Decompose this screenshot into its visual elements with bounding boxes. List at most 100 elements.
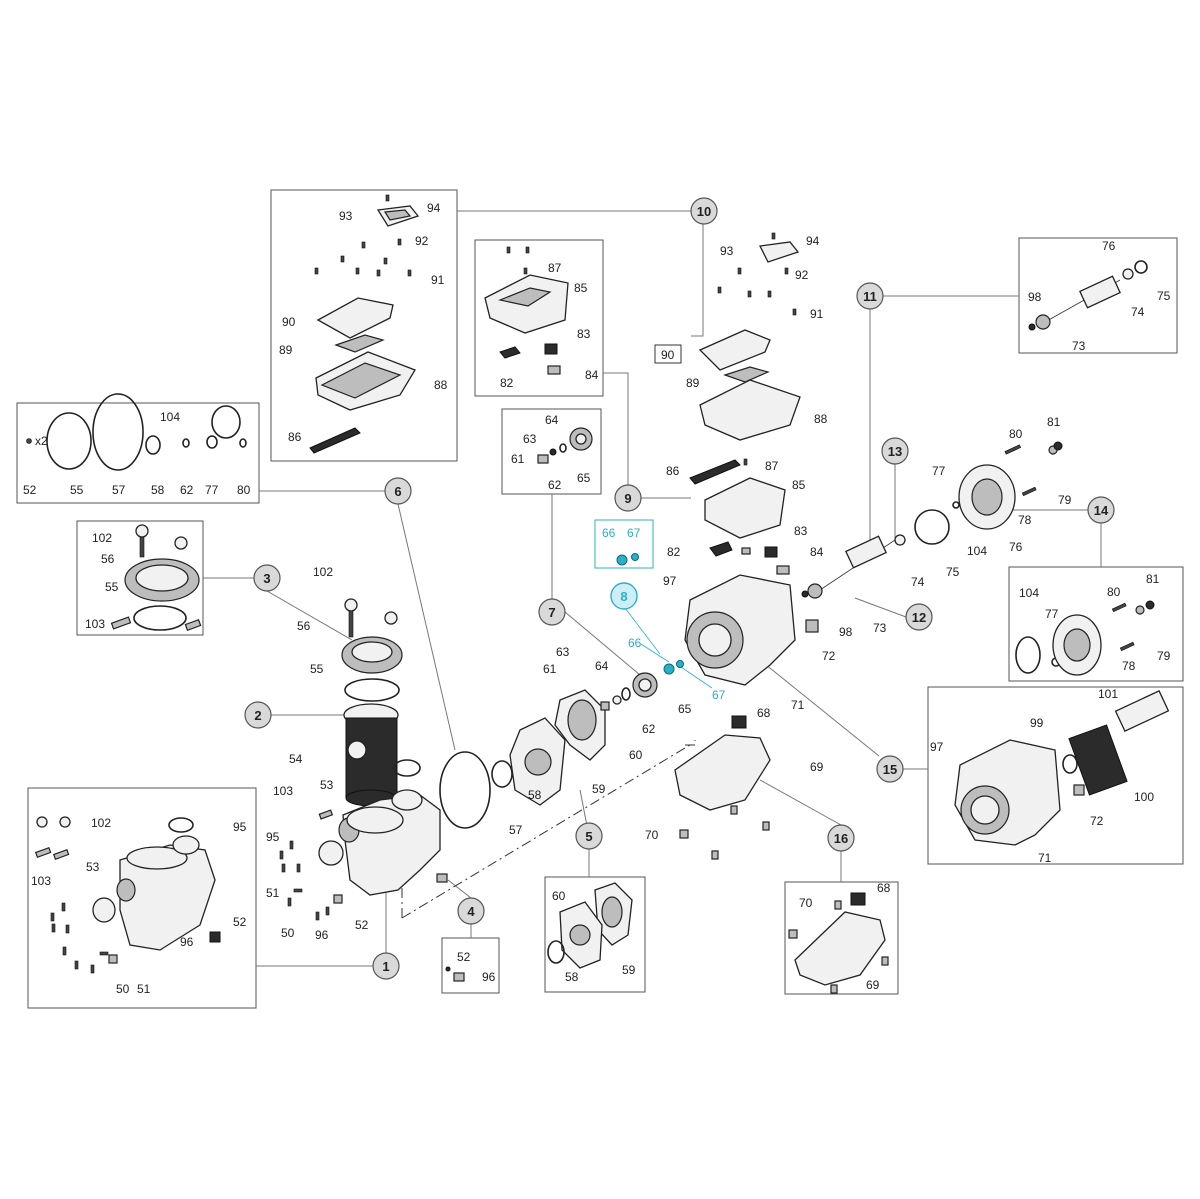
labels-box-b: 87 85 83 82 84 — [500, 261, 599, 390]
svg-text:12: 12 — [912, 610, 926, 625]
label-part: 95 — [266, 830, 280, 844]
group-callout-6: 6 — [384, 477, 412, 505]
part-shaft-box-11 — [1028, 260, 1148, 331]
label-part: 50 — [116, 982, 130, 996]
label-part: 51 — [266, 886, 280, 900]
label-part: 57 — [112, 483, 126, 497]
labels-box-c: 104 52 x2 55 57 58 62 77 80 — [23, 410, 251, 497]
label-part: 85 — [574, 281, 588, 295]
label-part: 61 — [543, 662, 557, 676]
label-part: 104 — [967, 544, 987, 558]
label-part: 94 — [427, 201, 441, 215]
label-part: 78 — [1018, 513, 1032, 527]
label-part: 86 — [666, 464, 680, 478]
label-part: 69 — [866, 978, 880, 992]
svg-text:8: 8 — [620, 589, 627, 604]
label-part: 91 — [431, 273, 445, 287]
part-hl-66-box — [616, 554, 628, 566]
label-part: 104 — [1019, 586, 1039, 600]
label-part: 81 — [1047, 415, 1061, 429]
label-part: 82 — [667, 545, 681, 559]
part-control-cover-left — [309, 205, 420, 454]
axis-dashed-diag — [401, 744, 691, 919]
box-electronics-85 — [474, 239, 604, 397]
label-part: 94 — [806, 234, 820, 248]
label-part: 74 — [911, 575, 925, 589]
box-pump-body-1 — [27, 787, 257, 1009]
label-part: 103 — [31, 874, 51, 888]
label-part: x2 — [35, 434, 48, 448]
label-part: 53 — [320, 778, 334, 792]
label-part: 95 — [233, 820, 247, 834]
label-part: 96 — [315, 928, 329, 942]
group-screws-box-a — [314, 194, 412, 277]
label-part: 75 — [1157, 289, 1171, 303]
label-part: 77 — [1045, 607, 1059, 621]
label-part: 80 — [1107, 585, 1121, 599]
label-part: 65 — [678, 702, 692, 716]
label-part: 69 — [810, 760, 824, 774]
group-callout-7: 7 — [538, 598, 566, 626]
label-part: 79 — [1058, 493, 1072, 507]
label-part: 97 — [663, 574, 677, 588]
part-fan-box-14 — [1015, 600, 1155, 676]
svg-text:5: 5 — [585, 829, 592, 844]
box-highlight-8 — [594, 519, 654, 569]
label-hl-part: 67 — [712, 688, 726, 702]
labels-box-l: 101 99 97 100 72 71 — [930, 687, 1154, 865]
labels-box-e: 102 56 55 103 — [85, 531, 119, 631]
label-part: 84 — [585, 368, 599, 382]
label-part: 59 — [622, 963, 636, 977]
label-part: 89 — [686, 376, 700, 390]
labels-box-a: 94 93 92 91 90 89 88 86 — [279, 201, 448, 444]
part-base-box-16 — [788, 892, 889, 994]
part-oring-57 — [439, 751, 491, 829]
label-part: 80 — [1009, 427, 1023, 441]
lead-hl-67 — [680, 666, 713, 689]
label-part: 104 — [160, 410, 180, 424]
label-part: 85 — [792, 478, 806, 492]
part-hl-67-box — [631, 553, 639, 561]
label-part: 51 — [137, 982, 151, 996]
part-base-center — [674, 715, 771, 860]
label-part: 77 — [932, 464, 946, 478]
part-oring-58 — [491, 760, 513, 788]
box-drain-4 — [441, 937, 500, 994]
label-part: 74 — [1131, 305, 1145, 319]
label-part: 63 — [523, 432, 537, 446]
label-part: 102 — [313, 565, 333, 579]
label-part: 100 — [1134, 790, 1154, 804]
label-part: 55 — [105, 580, 119, 594]
part-diffuser-box-5 — [547, 882, 633, 969]
label-part: 56 — [101, 552, 115, 566]
label-part: 55 — [310, 662, 324, 676]
box-motor-15 — [927, 686, 1184, 865]
label-part: 102 — [91, 816, 111, 830]
label-part: 93 — [339, 209, 353, 223]
label-part: 98 — [1028, 290, 1042, 304]
svg-text:4: 4 — [467, 904, 475, 919]
label-part: 58 — [565, 970, 579, 984]
group-callout-1: 1 — [372, 952, 400, 980]
label-part: 65 — [577, 471, 591, 485]
label-part: 70 — [799, 896, 813, 910]
svg-text:13: 13 — [888, 444, 902, 459]
part-mech-seal-center — [600, 672, 658, 711]
label-part: 68 — [877, 881, 891, 895]
group-callout-15: 15 — [876, 755, 904, 783]
group-callout-11: 11 — [856, 282, 884, 310]
svg-text:14: 14 — [1094, 503, 1109, 518]
svg-text:16: 16 — [834, 831, 848, 846]
part-basket — [343, 703, 399, 807]
labels-box-k: 104 77 80 81 78 79 — [1019, 572, 1171, 673]
label-part: 68 — [757, 706, 771, 720]
part-drain-box-4 — [445, 966, 465, 982]
label-part: 90 — [661, 348, 675, 362]
group-callout-2: 2 — [244, 701, 272, 729]
part-impeller-60 — [554, 689, 606, 761]
svg-text:9: 9 — [624, 491, 631, 506]
group-callout-4: 4 — [457, 897, 485, 925]
label-part: 54 — [289, 752, 303, 766]
part-shaft-center — [801, 534, 906, 599]
label-part: 87 — [548, 261, 562, 275]
